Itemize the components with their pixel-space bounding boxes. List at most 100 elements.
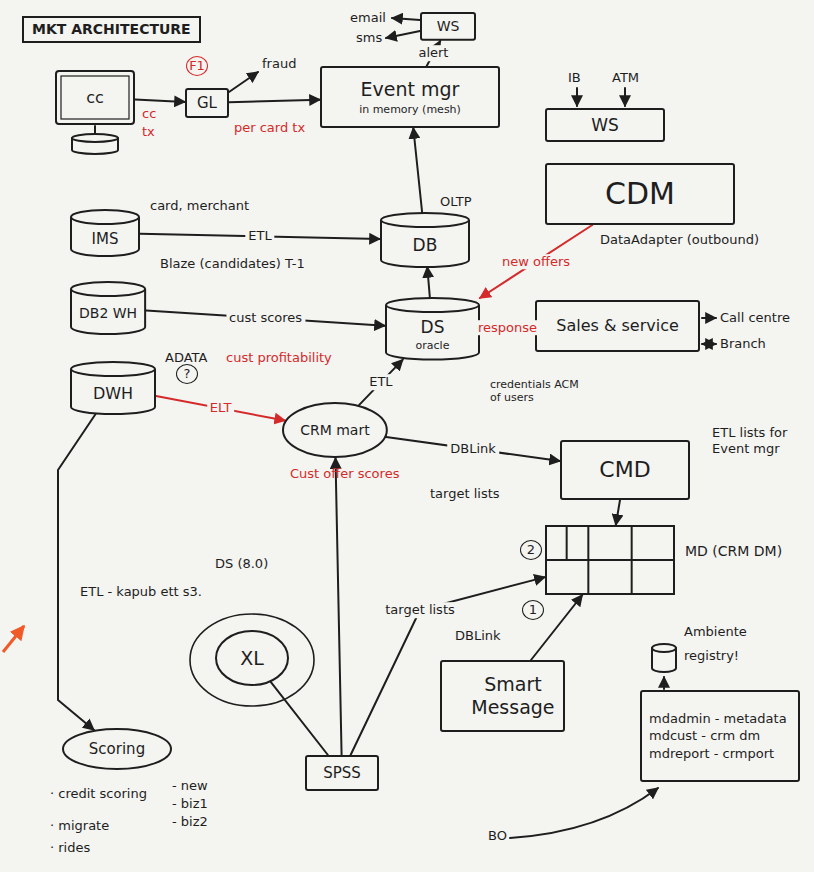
node-text-group: WS <box>591 115 619 135</box>
database-cylinder: DWH <box>70 362 156 414</box>
node-text-group: WS <box>437 18 460 35</box>
system-box: WS <box>545 108 665 142</box>
box-outline <box>321 67 499 127</box>
connector-label: alert <box>415 46 451 62</box>
oval-outline <box>63 729 171 769</box>
node-text-group: XL <box>240 647 264 670</box>
annotation: · credit scoring <box>50 786 147 802</box>
annotation: IB <box>568 70 581 86</box>
cylinder-top <box>71 362 155 376</box>
node-text-group: Scoring <box>89 740 145 758</box>
box-outline <box>536 301 699 351</box>
node-label: CDM <box>605 176 675 212</box>
node-text-group: DB2 WH <box>79 305 137 322</box>
pointer-arrow <box>3 626 24 652</box>
process-oval: XL <box>215 630 289 686</box>
connector-label: ETL <box>366 375 395 391</box>
cylinder-top <box>386 298 479 312</box>
node-label: Sales & service <box>556 316 679 335</box>
node-text-group: IMS <box>92 230 119 248</box>
database-cylinder: DSoracle <box>385 298 480 360</box>
connector <box>271 682 328 755</box>
grid-line <box>566 526 568 560</box>
cylinder-top <box>381 213 469 227</box>
connector-label: cust scores <box>226 310 305 326</box>
monitor-outline <box>56 71 134 124</box>
annotation: DBLink <box>455 628 501 644</box>
channel-arrow <box>576 88 578 106</box>
box-outline <box>561 441 689 499</box>
cylinder-body <box>381 220 469 267</box>
node-label: DS <box>421 317 445 337</box>
system-box: SPSS <box>305 755 379 791</box>
connector-label: DBLink <box>447 441 499 457</box>
annotation: ETL - kapub ett s3. <box>80 584 202 600</box>
channel-arrow <box>702 343 716 345</box>
monitor-stand <box>94 126 96 134</box>
connector <box>427 267 430 298</box>
system-box: Smart Message <box>440 660 565 732</box>
connector <box>146 310 385 325</box>
repository-grid: MD (CRM DM) <box>545 525 675 595</box>
callout-number: 2 <box>520 540 542 560</box>
node-label: CMD <box>599 457 650 483</box>
node-text-group: Event mgrin memory (mesh) <box>359 78 461 116</box>
node-label: Event mgr <box>361 78 460 101</box>
connector <box>135 100 185 102</box>
process-oval: CRM mart <box>282 402 388 458</box>
annotation: registry! <box>684 648 739 664</box>
node-label: XL <box>240 647 264 670</box>
annotation: email <box>350 10 386 26</box>
database-cylinder: IMS <box>70 210 140 256</box>
node-label: MD (CRM DM) <box>685 543 782 560</box>
cylinder-top <box>71 210 139 224</box>
bo-arrow <box>510 788 658 838</box>
system-box: mdadmin - metadatamdcust - crm dmmdrepor… <box>640 690 800 782</box>
connector <box>156 396 285 421</box>
box-outline <box>641 691 799 781</box>
disk-symbol <box>72 138 118 154</box>
node-label: DB <box>413 235 438 255</box>
annotation: Blaze (candidates) T-1 <box>160 256 305 272</box>
system-box: Sales & service <box>535 300 700 352</box>
annotation: Cust offer scores <box>290 466 399 482</box>
annotation: - biz1 <box>172 796 208 812</box>
annotation: card, merchant <box>150 198 249 214</box>
callout-number: F1 <box>186 56 208 76</box>
cylinder-body <box>71 217 139 256</box>
annotation: ATM <box>612 70 639 86</box>
grid-line <box>546 559 674 561</box>
node-text-group: MD (CRM DM) <box>685 543 782 560</box>
system-box: Event mgrin memory (mesh) <box>320 66 500 128</box>
box-outline <box>546 109 664 141</box>
node-label: WS <box>591 115 619 135</box>
node-label: Smart Message <box>461 673 565 719</box>
annotation: Ambiente <box>684 624 747 640</box>
annotation: ETL lists for Event mgr <box>712 425 802 456</box>
node-text-group: Smart Message <box>461 673 565 719</box>
annotation: cust profitability <box>226 350 332 366</box>
node-label: GL <box>197 94 217 112</box>
annotation: · migrate <box>50 818 109 834</box>
box-outline <box>441 661 564 731</box>
node-label: DB2 WH <box>79 305 137 322</box>
annotation: DS (8.0) <box>215 556 268 572</box>
system-box: CMD <box>560 440 690 500</box>
node-text-group: GL <box>197 94 217 112</box>
annotation: - biz2 <box>172 814 208 830</box>
channel-arrow <box>702 317 716 319</box>
database-cylinder: DB <box>380 213 470 267</box>
box-outline <box>546 164 734 224</box>
connector <box>359 360 403 406</box>
connector <box>386 437 560 461</box>
annotation: credentials ACM of users <box>490 378 582 404</box>
cylinder-body <box>386 305 479 360</box>
connector <box>336 458 342 755</box>
annotation: OLTP <box>440 194 471 210</box>
fraud-arrow <box>229 72 258 92</box>
connector <box>531 595 582 660</box>
node-text-group: SPSS <box>323 764 361 782</box>
node-outline <box>545 525 675 595</box>
node-label: SPSS <box>323 764 361 782</box>
